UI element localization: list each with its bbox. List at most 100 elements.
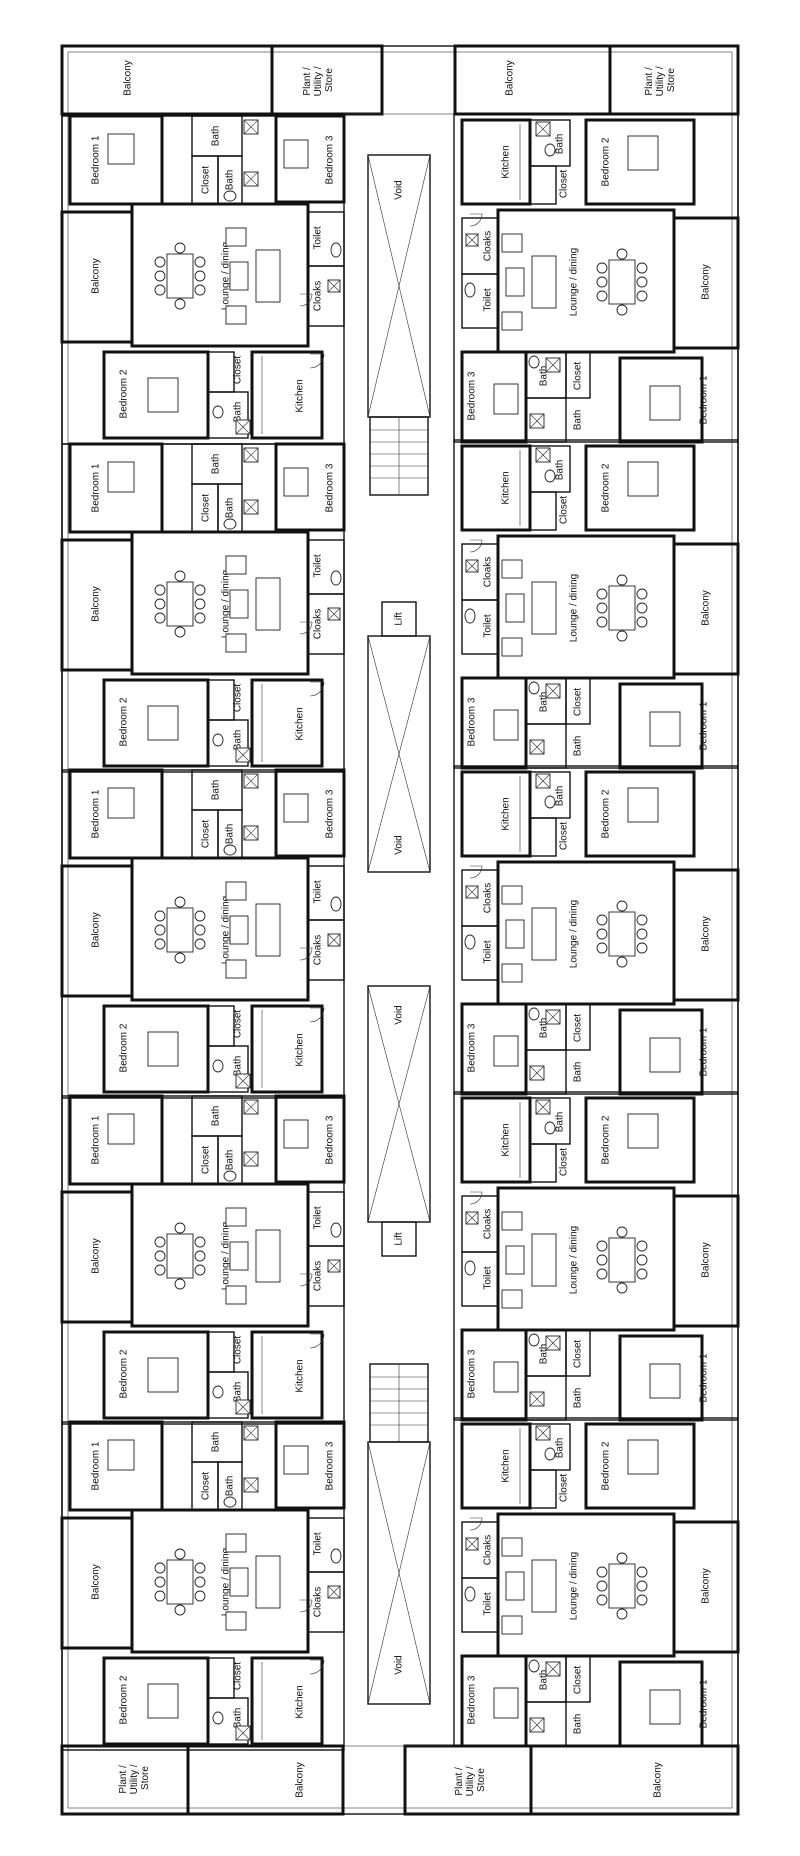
bedroom-3-label: Bedroom 3 [467, 1349, 478, 1398]
closet-2-label: Closet [233, 684, 244, 713]
toilet-label: Toilet [483, 614, 494, 638]
bath-3-label: Bath [573, 1062, 584, 1083]
bedroom-3 [274, 114, 346, 204]
bedroom-1-bed [107, 1113, 135, 1145]
closet-1 [529, 1469, 557, 1509]
cloaks [307, 593, 345, 655]
bedroom-3-bed [283, 467, 309, 497]
bath-1-label: Bath [555, 786, 566, 807]
closet-1 [529, 165, 557, 205]
sofa-set-chair [501, 559, 523, 579]
bath-3-label: Bath [573, 736, 584, 757]
bath-3-label: Bath [573, 1714, 584, 1735]
cloaks-label: Cloaks [483, 1209, 494, 1240]
balcony-bottom-left-label: Balcony [295, 1762, 306, 1798]
cloaks-label: Cloaks [313, 1261, 324, 1292]
lounge-label: Lounge / dining [569, 574, 580, 642]
sofa-set [501, 1211, 557, 1309]
bedroom-1-bed [107, 461, 135, 493]
dining-set [154, 242, 206, 310]
bath-3 [525, 1701, 567, 1747]
dining-set-table [608, 585, 636, 631]
bottom-strip: Plant / Utility / Store Balcony Plant / … [60, 1744, 740, 1816]
bedroom-3-bed [493, 1361, 519, 1393]
bedroom-2-bed [147, 1683, 179, 1719]
balcony-top-right [453, 44, 612, 116]
bath-1-label: Bath [555, 1438, 566, 1459]
sofa-set [501, 1537, 557, 1635]
kitchen-door [309, 681, 325, 697]
sofa-set-chair [225, 1207, 247, 1227]
sofa-set-coffee-table [229, 589, 249, 619]
bedroom-3-bed [493, 709, 519, 741]
lift-1-label: Lift [394, 612, 405, 626]
bedroom-2-bed [147, 377, 179, 413]
kitchen-label: Kitchen [501, 145, 512, 178]
kitchen-label: Kitchen [501, 1449, 512, 1482]
cloaks-door [299, 1599, 313, 1613]
sofa-set-coffee-table [229, 1241, 249, 1271]
bath-3-label: Bath [233, 1382, 244, 1403]
cloaks [307, 919, 345, 981]
lounge-label: Lounge / dining [221, 1548, 232, 1616]
closet-2 [565, 1329, 591, 1377]
cloaks [307, 1571, 345, 1633]
closet-2-label: Closet [233, 1336, 244, 1365]
entry-door [469, 1191, 483, 1205]
sofa-set-chair [225, 1533, 247, 1553]
closet-2-label: Closet [233, 1662, 244, 1691]
sofa-set-chair [501, 233, 523, 253]
sofa-set-coffee-table [229, 915, 249, 945]
sofa-set-chair [225, 555, 247, 575]
kitchen-label: Kitchen [295, 379, 306, 412]
closet-1-label: Closet [201, 820, 212, 849]
closet-1-label: Closet [559, 822, 570, 851]
dining-set-table [166, 907, 194, 953]
lift-2: Lift [381, 1221, 417, 1257]
bath-1-label: Bath [211, 126, 222, 147]
bath-1-label: Bath [555, 1112, 566, 1133]
closet-1-label: Closet [201, 166, 212, 195]
plant-room-top-left [270, 44, 384, 116]
sofa-set-chair [501, 1289, 523, 1309]
balcony-right-2-label: Balcony [701, 590, 712, 626]
balcony-right-3 [672, 868, 740, 1002]
kitchen-label: Kitchen [295, 1359, 306, 1392]
lounge-label: Lounge / dining [221, 570, 232, 638]
bath-2-label: Bath [539, 366, 550, 387]
void-3: Void [367, 985, 431, 1223]
bedroom-1 [68, 442, 164, 534]
closet-1-label: Closet [559, 1474, 570, 1503]
closet-2-label: Closet [573, 1014, 584, 1043]
bedroom-3-label: Bedroom 3 [325, 1115, 336, 1164]
bedroom-2-bed [147, 1031, 179, 1067]
toilet-label: Toilet [313, 1532, 324, 1556]
bath-2-label: Bath [539, 1670, 550, 1691]
sofa-set [501, 233, 557, 331]
toilet-label: Toilet [313, 880, 324, 904]
kitchen-label: Kitchen [501, 797, 512, 830]
bedroom-2 [584, 118, 696, 206]
bedroom-2-label: Bedroom 2 [601, 789, 612, 838]
balcony-left-4-label: Balcony [91, 1238, 102, 1274]
lounge-label: Lounge / dining [221, 242, 232, 310]
sofa-set [225, 1207, 281, 1305]
sofa-set-chair [501, 1537, 523, 1557]
bedroom-3-label: Bedroom 3 [325, 789, 336, 838]
sofa-set-chair [501, 1211, 523, 1231]
lounge-label: Lounge / dining [569, 1552, 580, 1620]
bedroom-1-label: Bedroom 1 [699, 1679, 710, 1728]
bedroom-3-bed [283, 793, 309, 823]
bath-1-label: Bath [211, 1432, 222, 1453]
bath-3-label: Bath [233, 730, 244, 751]
sofa-set-chair [225, 227, 247, 247]
bedroom-2-label: Bedroom 2 [119, 369, 130, 418]
bedroom-2-bed [627, 787, 659, 823]
balcony-top-right-label: Balcony [505, 60, 516, 96]
bath-1-label: Bath [211, 780, 222, 801]
sofa-set-chair [501, 637, 523, 657]
bedroom-1 [618, 1334, 704, 1422]
bedroom-1 [618, 1008, 704, 1096]
toilet-label: Toilet [483, 940, 494, 964]
